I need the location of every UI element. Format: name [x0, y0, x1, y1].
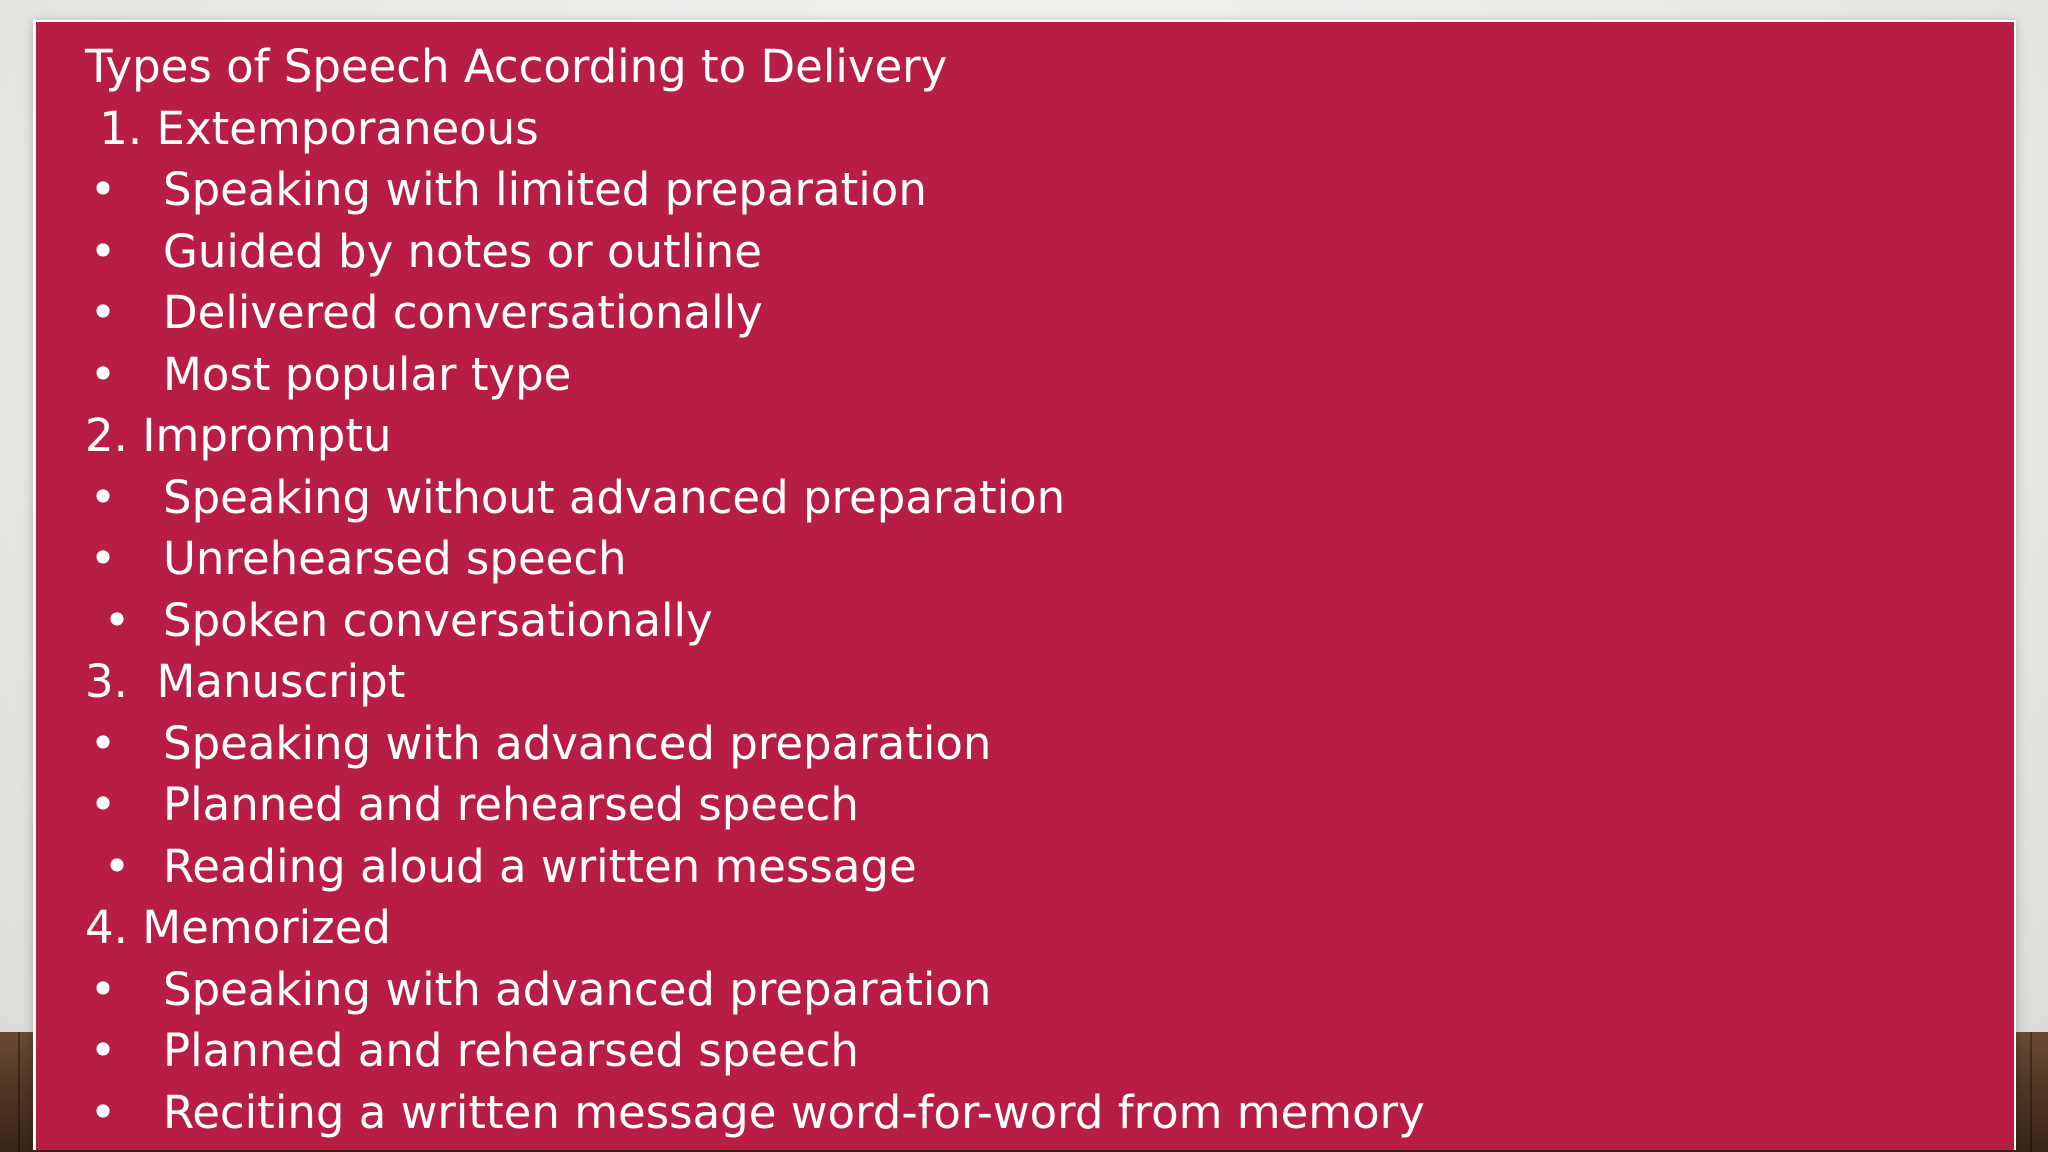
- section-heading-impromptu: 2. Impromptu: [85, 409, 392, 462]
- list-item: • Most popular type: [85, 344, 947, 406]
- bullet-icon: •: [89, 532, 117, 585]
- bullet-icon: •: [89, 778, 117, 831]
- bullet-icon: •: [89, 347, 117, 401]
- bullet-text: Speaking with advanced preparation: [163, 962, 992, 1016]
- list-item: • Reading aloud a written message: [85, 836, 947, 898]
- bullet-icon: •: [89, 716, 117, 770]
- bullet-icon: •: [89, 962, 117, 1016]
- bullet-icon: •: [89, 470, 117, 524]
- list-item: • Planned and rehearsed speech: [85, 1020, 947, 1082]
- list-item: • Guided by notes or outline: [85, 221, 947, 283]
- bullet-text: Reciting a written message word-for-word…: [163, 1085, 1425, 1139]
- bullet-text: Speaking without advanced preparation: [163, 470, 1066, 524]
- list-item: • Reciting a written message word-for-wo…: [85, 1082, 1425, 1144]
- bullet-text: Planned and rehearsed speech: [163, 778, 859, 831]
- bullet-text: Delivered conversationally: [163, 286, 763, 339]
- bullet-text: Spoken conversationally: [163, 593, 713, 647]
- list-item: • Speaking with advanced preparation: [85, 959, 992, 1021]
- bullet-text: Reading aloud a written message: [163, 839, 917, 893]
- bullet-icon: •: [89, 1085, 117, 1139]
- list-item: • Speaking with advanced preparation: [85, 713, 992, 775]
- bullet-icon: •: [89, 1024, 117, 1077]
- list-item: • Speaking without advanced preparation: [85, 467, 1065, 529]
- section-heading-memorized: 4. Memorized: [85, 901, 391, 954]
- floor-seam: [2030, 1032, 2032, 1152]
- section-heading-extemporaneous: 1. Extemporaneous: [85, 101, 539, 155]
- bullet-text: Planned and rehearsed speech: [163, 1024, 859, 1077]
- list-item: • Unrehearsed speech: [85, 528, 947, 590]
- bullet-text: Speaking with advanced preparation: [163, 716, 992, 770]
- slide-content-panel: Types of Speech According to Delivery 1.…: [36, 22, 2014, 1150]
- bullet-text: Most popular type: [163, 347, 572, 401]
- bullet-text: Unrehearsed speech: [163, 532, 627, 585]
- slide-title: Types of Speech According to Delivery: [85, 40, 948, 93]
- list-item: • Delivered conversationally: [85, 282, 947, 344]
- bullet-text: Speaking with limited preparation: [163, 163, 927, 216]
- bullet-icon: •: [89, 163, 117, 216]
- bullet-icon: •: [89, 286, 117, 339]
- list-item: • Spoken conversationally: [85, 590, 947, 652]
- list-item: • Planned and rehearsed speech: [85, 774, 947, 836]
- bullet-icon: •: [103, 593, 131, 647]
- bullet-icon: •: [89, 224, 117, 278]
- slide-text-body: Types of Speech According to Delivery 1.…: [85, 36, 1425, 1144]
- section-heading-manuscript: 3. Manuscript: [85, 655, 406, 708]
- floor-seam: [18, 1032, 20, 1152]
- bullet-text: Guided by notes or outline: [163, 224, 762, 278]
- bullet-icon: •: [103, 839, 131, 893]
- list-item: • Speaking with limited preparation: [85, 159, 947, 221]
